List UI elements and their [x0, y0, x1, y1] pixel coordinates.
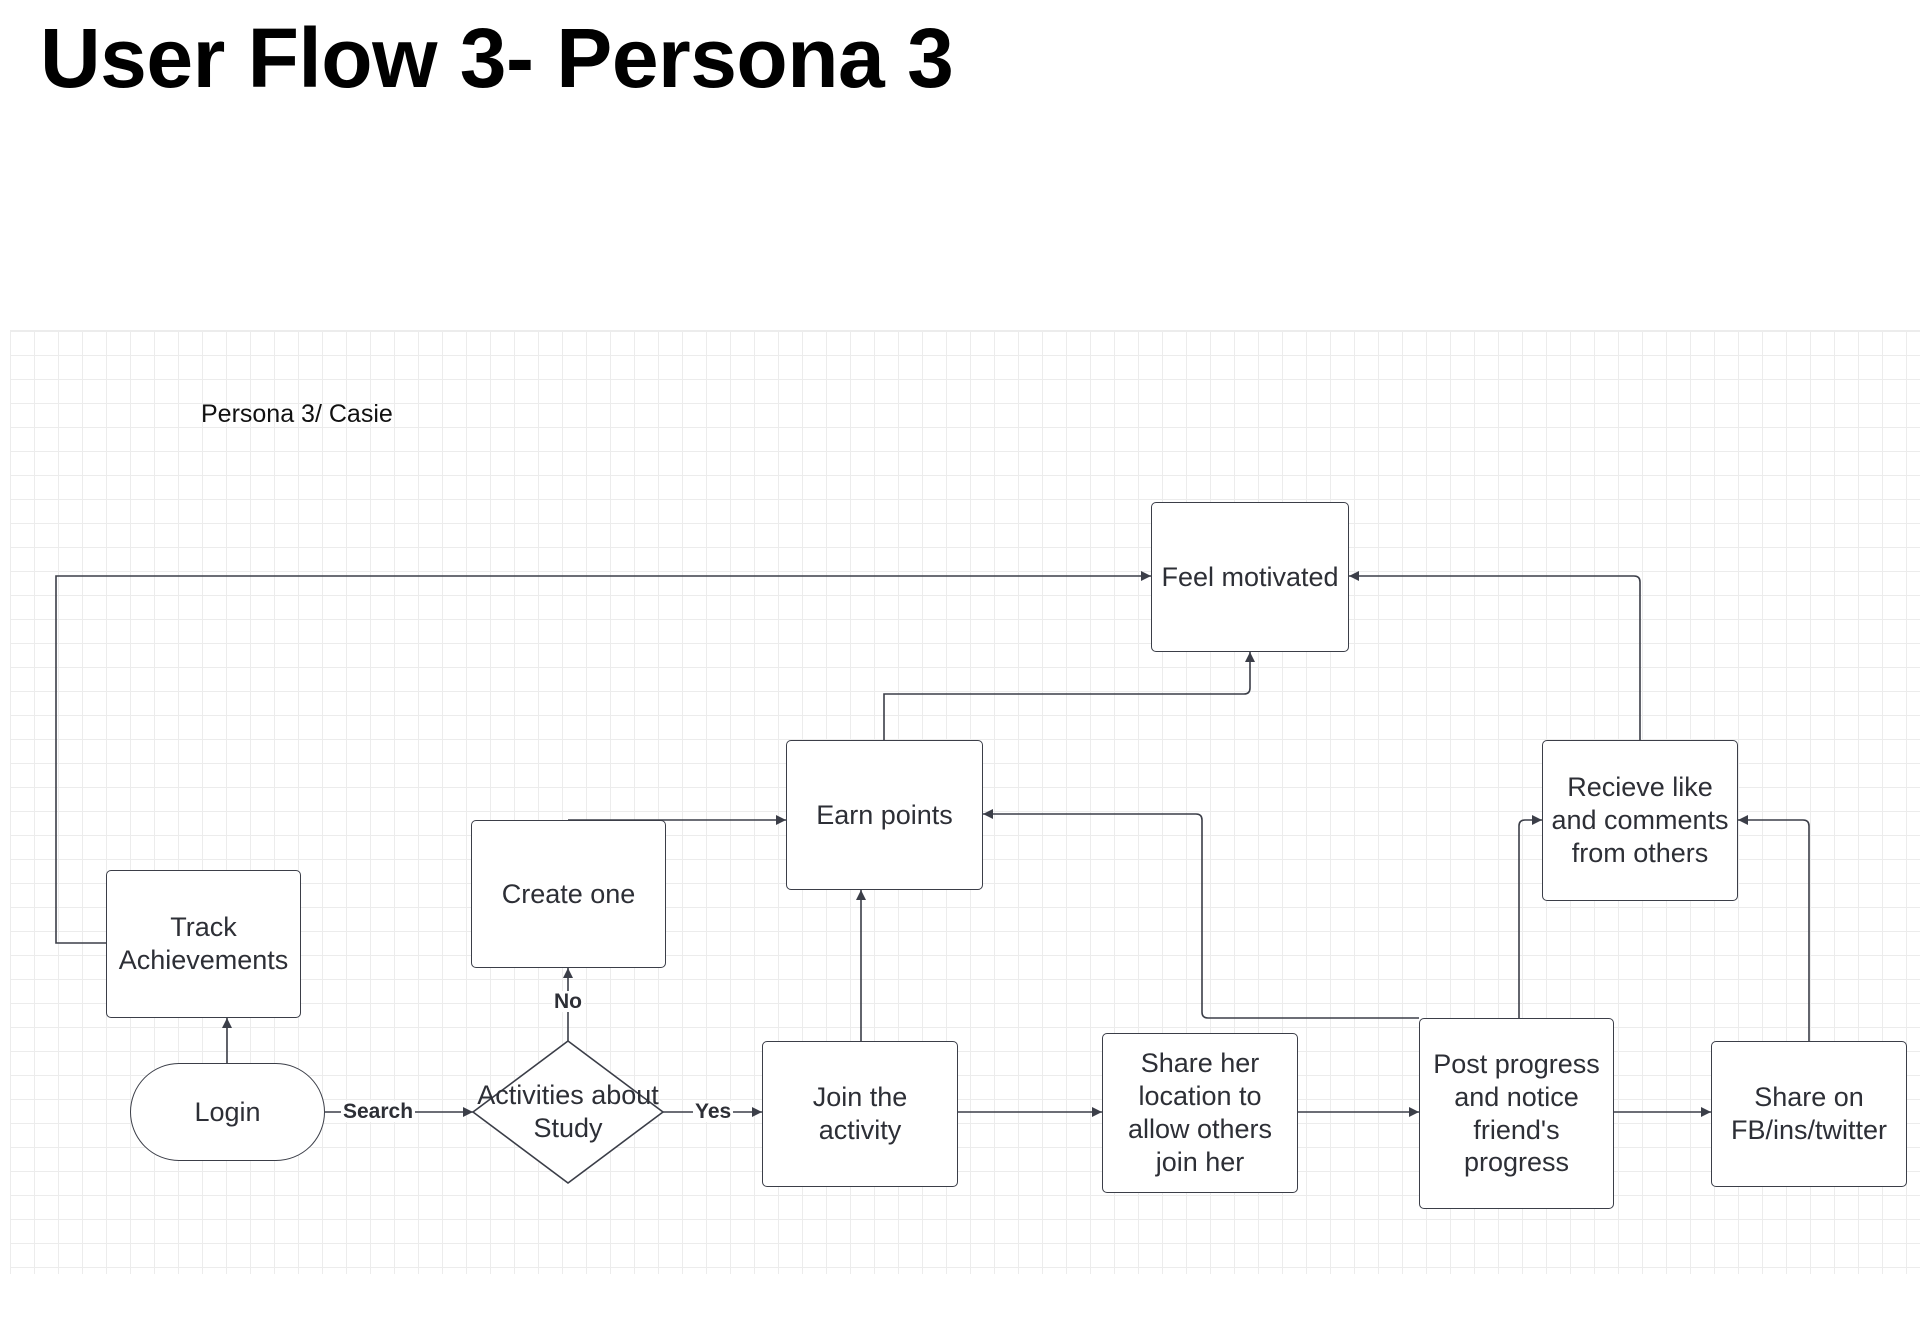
earn-points-box[interactable]: Earn points	[786, 740, 983, 890]
feel-motivated-box[interactable]: Feel motivated	[1151, 502, 1349, 652]
edge-label-search: Search	[341, 1100, 416, 1123]
edge-post-earn	[983, 809, 1419, 1019]
edge-earn-feel	[883, 652, 1255, 740]
share-location-box[interactable]: Share her location to allow others join …	[1102, 1033, 1298, 1193]
edge-track-feel	[55, 571, 1151, 944]
receive-likes-box[interactable]: Recieve like and comments from others	[1542, 740, 1738, 901]
page-title: User Flow 3- Persona 3	[40, 11, 954, 105]
decision-diamond[interactable]	[471, 1040, 665, 1184]
share-social-box[interactable]: Share on FB/ins/twitter	[1711, 1041, 1907, 1187]
edge-sharefb-receive	[1738, 815, 1810, 1041]
decision-label[interactable]: Activities about Study	[477, 1080, 659, 1143]
persona-label: Persona 3/ Casie	[201, 400, 393, 428]
post-progress-box[interactable]: Post progress and notice friend's progre…	[1419, 1018, 1614, 1209]
edge-label-yes: Yes	[693, 1100, 734, 1123]
edge-post-receive	[1518, 815, 1542, 1018]
edge-receive-feel	[1349, 571, 1641, 740]
create-one-box[interactable]: Create one	[471, 820, 666, 968]
track-achievements-box[interactable]: Track Achievements	[106, 870, 301, 1018]
join-activity-box[interactable]: Join the activity	[762, 1041, 958, 1187]
login-terminal[interactable]: Login	[130, 1063, 325, 1161]
edge-label-no: No	[552, 990, 584, 1013]
